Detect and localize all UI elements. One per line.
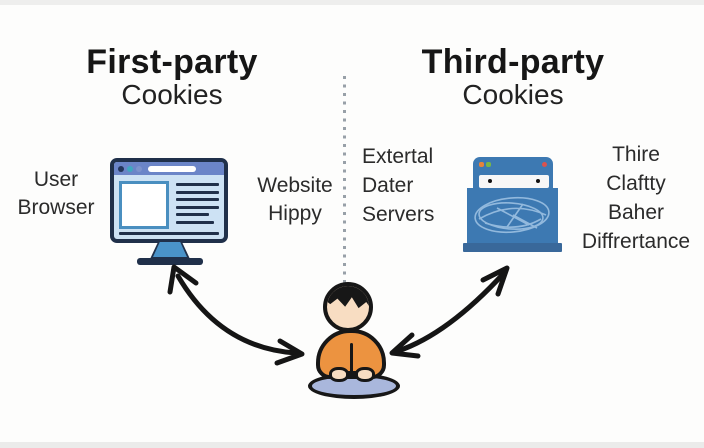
server-drive-slot [479,175,549,188]
left-arrow-icon [175,273,299,356]
website-label-line1: Website [257,174,333,197]
external-server-icon [458,152,570,254]
first-party-heading: First-party Cookies [22,44,322,110]
user-browser-label-line1: User [33,168,79,191]
person-icon [303,281,401,400]
bottom-edge-artifact [0,442,704,448]
window-button-icon [127,165,133,172]
external-servers-label-line2: Dater [362,174,414,197]
person-knee [355,367,375,382]
indicator-dot-icon [486,162,491,167]
right-arrow-head-top [480,265,510,297]
browser-titlebar [114,162,224,175]
monitor-base [137,258,203,265]
slot-screw-icon [536,179,540,183]
top-edge-artifact [0,0,704,5]
page-text-lines [176,183,219,229]
notes-label-line3: Baher [607,201,665,224]
text-line [176,183,219,186]
monitor-stand [150,242,190,259]
website-label: Website Hippy [247,172,343,228]
user-browser-label: User Browser [0,166,112,222]
third-party-subtitle: Cookies [462,79,564,110]
right-arrow-icon [395,270,507,354]
address-bar [148,165,196,172]
third-party-title: Third-party [421,43,605,81]
left-arrow-head-top [167,264,199,295]
notes-label-line1: Thire [612,143,660,166]
notes-label-line2: Claftty [606,172,666,195]
left-arrow-head-bottom [274,338,305,366]
first-party-subtitle: Cookies [121,79,223,110]
page-footer-line [119,232,219,235]
vertical-dotted-divider [343,76,346,288]
browser-monitor-icon [108,158,232,268]
window-button-icon [118,165,124,172]
indicator-dot-icon [479,162,484,167]
person-hands [345,371,359,379]
text-line [176,220,214,224]
third-party-notes-label: Thire Claftty Baher Diffrertance [568,140,704,256]
person-head [323,282,373,332]
third-party-heading: Third-party Cookies [363,44,663,110]
external-servers-label: Extertal Dater Servers [362,142,472,229]
first-party-title: First-party [86,43,258,81]
external-servers-label-line1: Extertal [362,145,434,168]
text-line [176,205,219,209]
user-browser-label-line2: Browser [17,196,95,219]
indicator-dot-icon [542,162,547,167]
browser-window-icon [110,158,228,243]
server-base [463,243,562,252]
scribble-globe-icon [474,196,550,234]
text-line [176,198,219,202]
window-button-icon [136,165,142,172]
website-label-line2: Hippy [268,202,322,225]
notes-label-line4: Diffrertance [581,230,691,253]
external-servers-label-line3: Servers [362,203,435,226]
text-line [176,190,219,194]
server-body [467,188,558,243]
person-knee [329,367,349,382]
person-hair [327,286,369,311]
page-panel [119,181,169,229]
shirt-seam [350,343,353,375]
text-line [176,213,209,217]
slot-screw-icon [488,179,492,183]
